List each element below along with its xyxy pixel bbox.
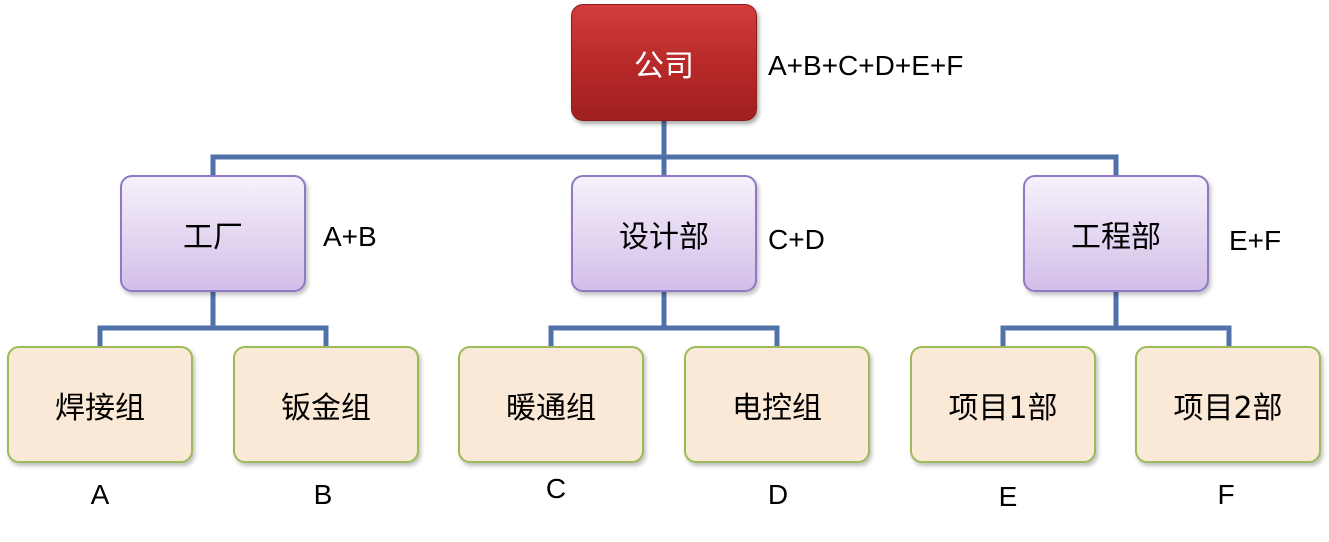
node-engineering-label: 工程部 — [1071, 219, 1161, 255]
connector-factory-bus — [97, 325, 329, 346]
node-hvac-group: 暖通组 — [458, 346, 644, 463]
code-e: E — [998, 481, 1018, 512]
code-c: C — [545, 473, 567, 504]
code-b: B — [313, 479, 333, 510]
sum-engineering: E+F — [1229, 225, 1282, 256]
code-d: D — [767, 479, 789, 510]
node-sheet-metal-group-label: 钣金组 — [281, 390, 371, 426]
node-factory-label: 工厂 — [183, 219, 243, 255]
node-sheet-metal-group: 钣金组 — [233, 346, 419, 463]
node-project-2: 项目2部 — [1135, 346, 1321, 463]
node-welding-group: 焊接组 — [7, 346, 193, 463]
node-engineering: 工程部 — [1023, 175, 1209, 292]
node-design-label: 设计部 — [619, 219, 709, 255]
node-company-label: 公司 — [634, 48, 694, 84]
node-factory: 工厂 — [120, 175, 306, 292]
sum-design: C+D — [768, 224, 825, 255]
sum-company: A+B+C+D+E+F — [768, 50, 964, 81]
node-electrical-control-group-label: 电控组 — [732, 390, 822, 426]
code-a: A — [90, 479, 110, 510]
node-project-1: 项目1部 — [910, 346, 1096, 463]
node-company: 公司 — [571, 4, 757, 121]
sum-factory: A+B — [323, 221, 377, 252]
connector-design-bus — [548, 325, 780, 346]
node-design: 设计部 — [571, 175, 757, 292]
node-electrical-control-group: 电控组 — [684, 346, 870, 463]
node-project-1-label: 项目1部 — [948, 390, 1058, 426]
node-hvac-group-label: 暖通组 — [506, 390, 596, 426]
connector-engineering-bus — [1000, 325, 1232, 346]
node-project-2-label: 项目2部 — [1173, 390, 1283, 426]
code-f: F — [1217, 479, 1235, 510]
node-welding-group-label: 焊接组 — [55, 390, 145, 426]
